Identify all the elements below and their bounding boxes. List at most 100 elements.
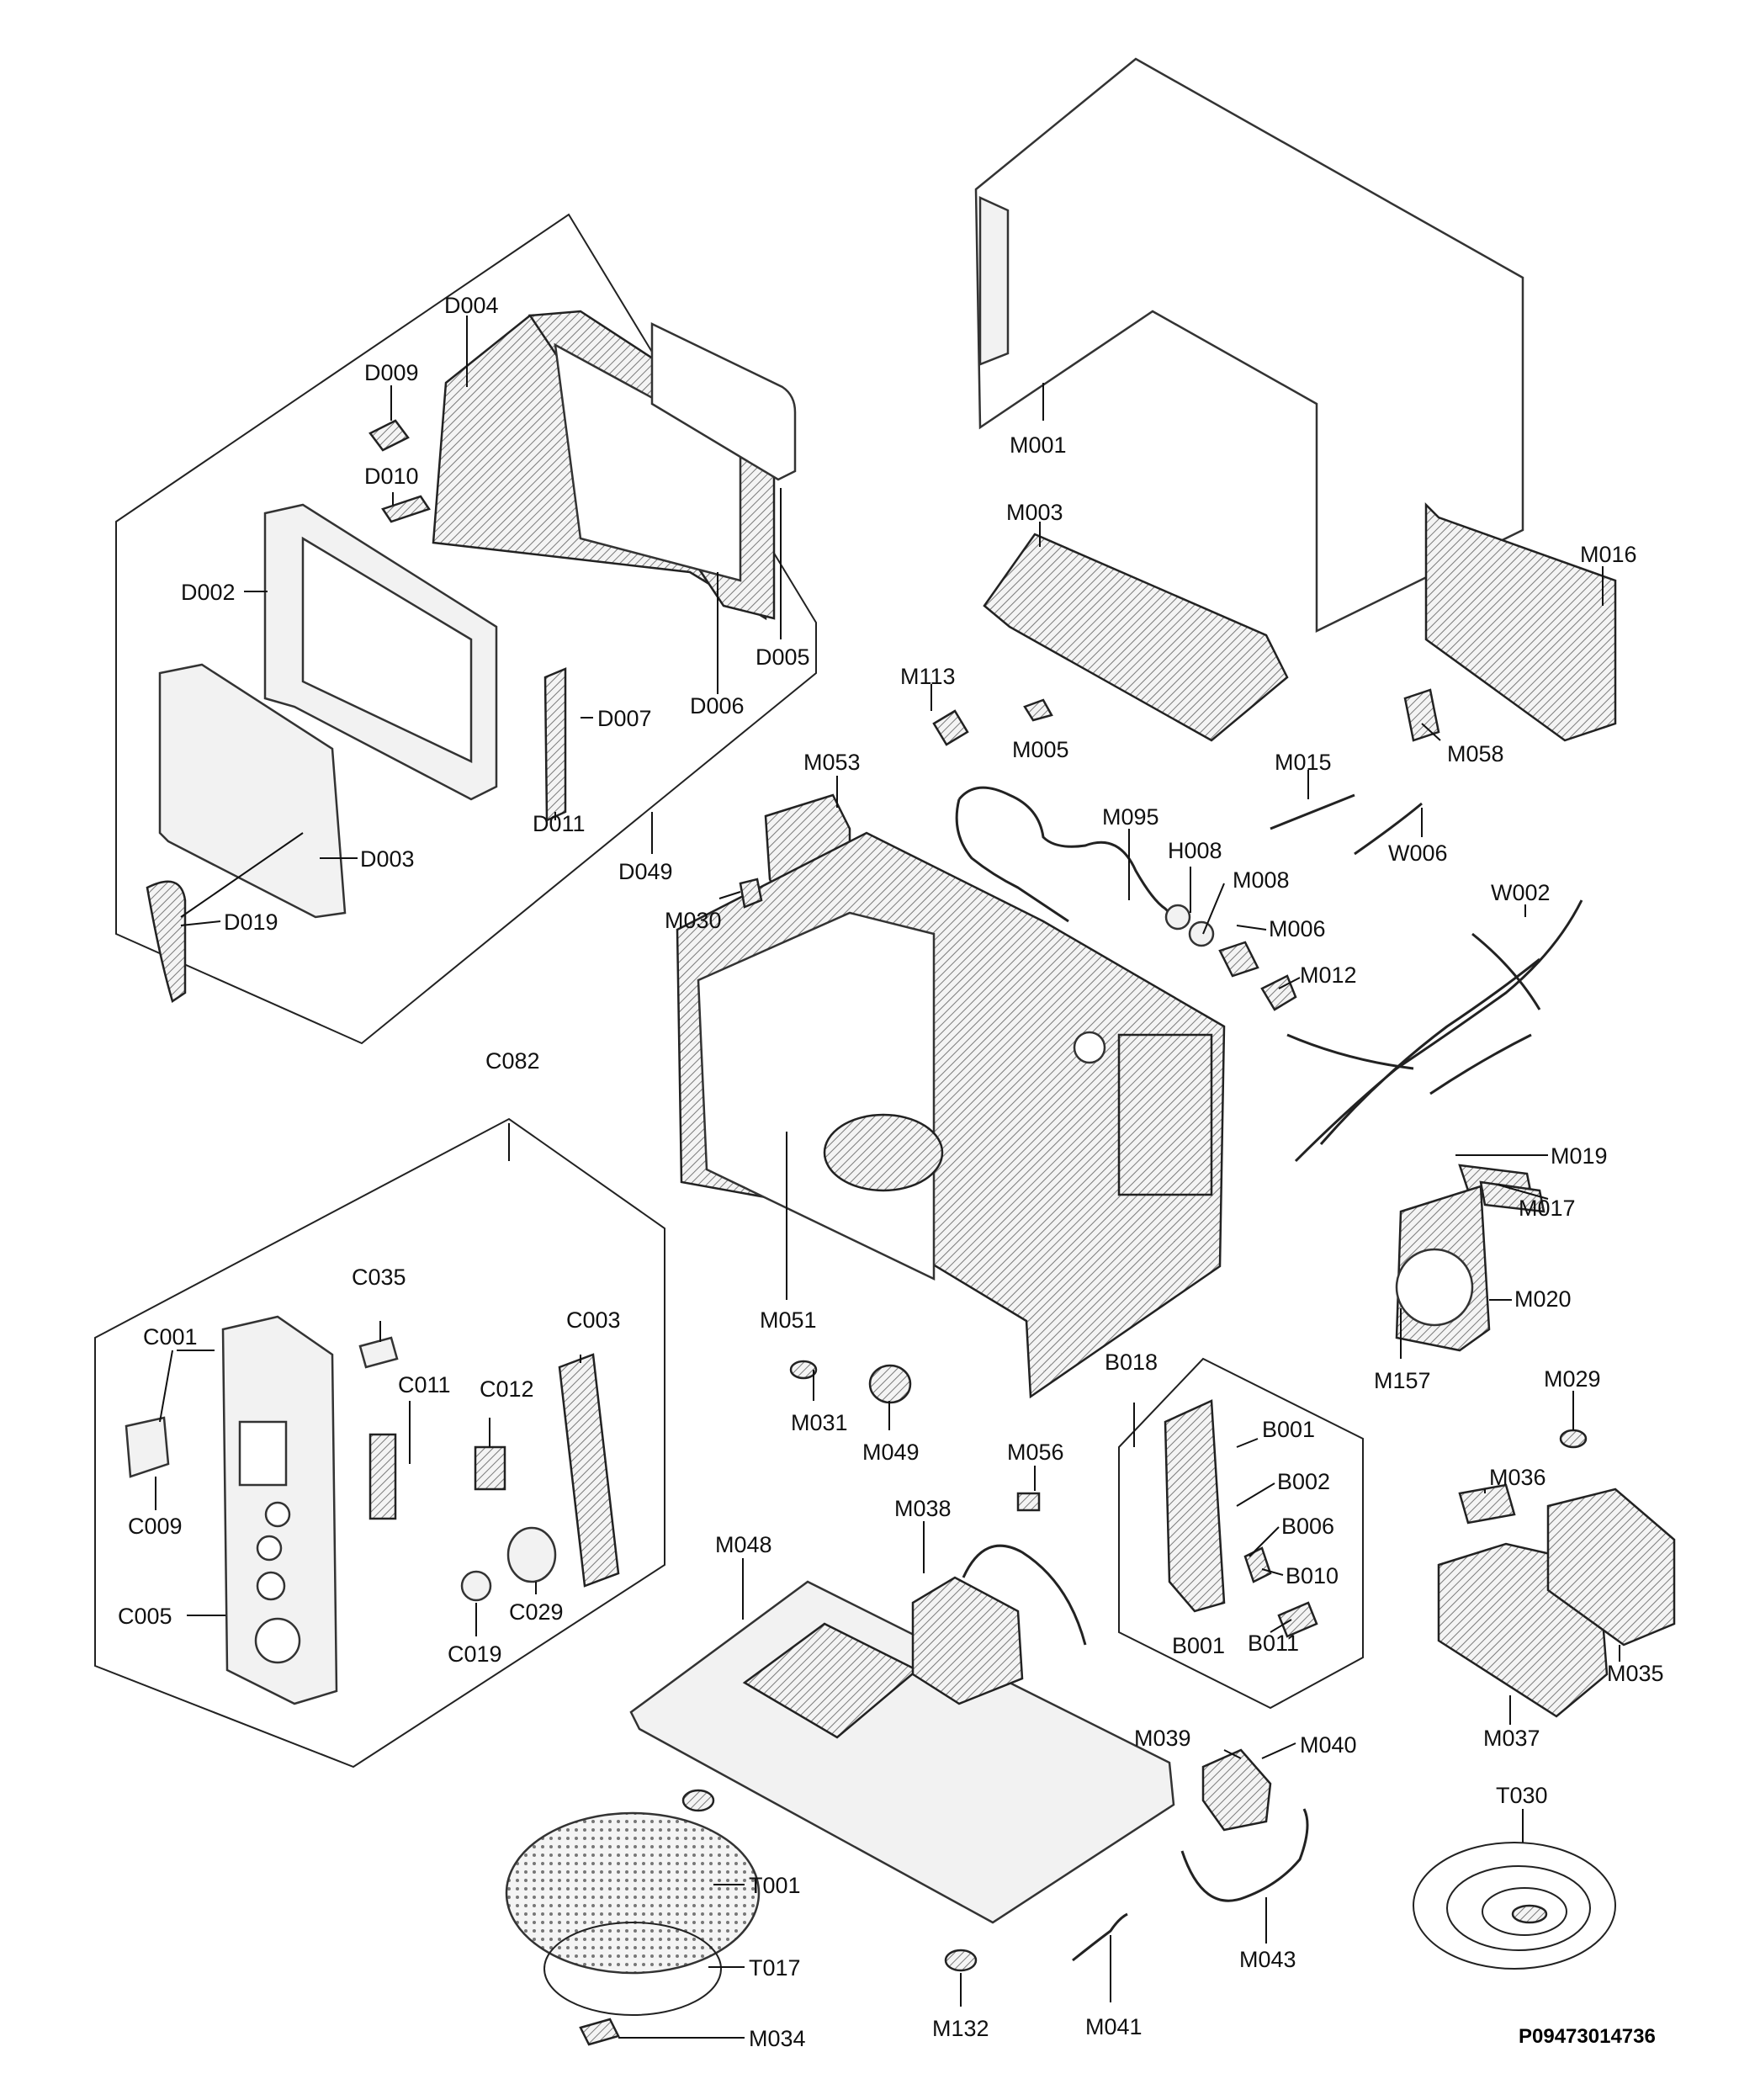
outer-cabinet-part: [974, 57, 1524, 634]
label-m030: M030: [665, 908, 722, 933]
label-m037: M037: [1483, 1726, 1540, 1751]
back-plate-part: [1424, 501, 1617, 742]
label-m035: M035: [1607, 1661, 1664, 1686]
top-plate-part: [983, 533, 1289, 742]
lamp-part: [1559, 1429, 1588, 1449]
clip-part: [1023, 698, 1053, 722]
grill-rack-center: [1511, 1904, 1548, 1924]
label-m008: M008: [1233, 867, 1290, 893]
label-c029: C029: [509, 1599, 564, 1625]
label-c005: C005: [118, 1604, 172, 1629]
micro-switch-part: [1243, 1546, 1272, 1583]
cavity-window-grid: [1117, 1033, 1213, 1196]
bracket-assembly-outline: [1118, 1357, 1364, 1710]
document-code: P09473014736: [1519, 2025, 1656, 2048]
roller-part: [944, 1949, 978, 1972]
control-button-1: [264, 1501, 291, 1528]
cabinet-side-flap: [978, 196, 1010, 366]
label-b011: B011: [1248, 1631, 1299, 1656]
label-c003: C003: [566, 1307, 621, 1333]
switch-part: [789, 1360, 818, 1380]
leader-lines: [155, 316, 1620, 2039]
label-m031: M031: [791, 1410, 848, 1435]
label-m058: M058: [1447, 741, 1504, 766]
heater-element-part: [955, 786, 1175, 923]
label-b001-top: B001: [1262, 1417, 1315, 1442]
label-m020: M020: [1514, 1286, 1572, 1312]
heater-nut-part: [1164, 904, 1191, 931]
label-d004: D004: [444, 293, 499, 318]
label-m039: M039: [1134, 1726, 1191, 1751]
transformer-part: [911, 1576, 1024, 1705]
thermostat-part: [739, 878, 763, 909]
wiring-harness-part: [1286, 899, 1583, 1163]
label-t017: T017: [749, 1955, 801, 1981]
label-m019: M019: [1551, 1143, 1608, 1169]
door-handle-part: [146, 880, 187, 1003]
switch-strip-part: [368, 1433, 397, 1520]
fuse-part: [1270, 793, 1355, 830]
label-d019: D019: [224, 909, 278, 935]
label-m041: M041: [1085, 2014, 1143, 2039]
label-w002: W002: [1491, 880, 1551, 905]
label-m113: M113: [900, 664, 956, 689]
label-m034: M034: [749, 2026, 806, 2051]
coupling-part: [579, 2018, 620, 2046]
label-c012: C012: [480, 1376, 534, 1402]
control-clip-part: [358, 1336, 399, 1369]
label-m015: M015: [1275, 750, 1332, 775]
label-m051: M051: [760, 1307, 817, 1333]
label-m053: M053: [803, 750, 861, 775]
label-h008: H008: [1168, 838, 1222, 863]
label-m036: M036: [1489, 1465, 1546, 1490]
label-d010: D010: [364, 464, 419, 489]
label-c001: C001: [143, 1324, 198, 1350]
label-m095: M095: [1102, 804, 1159, 830]
door-hook-part: [368, 419, 410, 452]
capacitor-part: [1201, 1748, 1272, 1832]
label-m016: M016: [1580, 542, 1637, 567]
control-knob-recess: [254, 1617, 301, 1664]
display-window: [238, 1420, 288, 1487]
grill-rack-part: [1413, 1842, 1616, 1970]
label-m003: M003: [1006, 500, 1063, 525]
part-labels: M001 M003 M016 M113 M005 M058 M015 W006 …: [118, 293, 1664, 2051]
label-m012: M012: [1300, 962, 1357, 988]
roller-ring-part: [543, 1922, 722, 2016]
label-m029: M029: [1544, 1366, 1601, 1392]
control-panel-outline: [94, 1117, 665, 1769]
label-d049: D049: [618, 859, 673, 884]
hinge-cap-part: [1403, 688, 1440, 742]
label-t001: T001: [749, 1873, 801, 1898]
control-cover-part: [125, 1416, 170, 1478]
connector-part: [1016, 1492, 1041, 1512]
label-c035: C035: [352, 1265, 406, 1290]
label-m049: M049: [862, 1440, 920, 1465]
label-c011: C011: [398, 1372, 451, 1397]
label-m005: M005: [1012, 737, 1069, 762]
turntable-drive-plate: [823, 1113, 944, 1192]
label-b002: B002: [1277, 1469, 1330, 1494]
cam-part: [932, 709, 969, 746]
label-d002: D002: [181, 580, 236, 605]
label-w006: W006: [1388, 841, 1448, 866]
label-m017: M017: [1519, 1196, 1576, 1221]
diode-wire-part: [1180, 1808, 1309, 1902]
magnetron-part: [1546, 1488, 1676, 1647]
door-front-panel-window: [301, 536, 473, 763]
label-m006: M006: [1269, 916, 1326, 941]
label-m040: M040: [1300, 1732, 1357, 1758]
label-m001: M001: [1010, 432, 1067, 458]
cabinet-parts: [505, 57, 1676, 2046]
switch-actuator-part: [1277, 1601, 1318, 1638]
label-d009: D009: [364, 360, 419, 385]
bracket-frame-part: [1164, 1399, 1226, 1613]
mica-cover-part: [1458, 1483, 1516, 1525]
control-button-2: [256, 1535, 283, 1562]
label-m043: M043: [1239, 1947, 1296, 1972]
label-t030: T030: [1496, 1783, 1548, 1808]
encoder-part: [474, 1445, 506, 1491]
label-c082: C082: [485, 1048, 540, 1074]
label-d005: D005: [756, 644, 810, 670]
